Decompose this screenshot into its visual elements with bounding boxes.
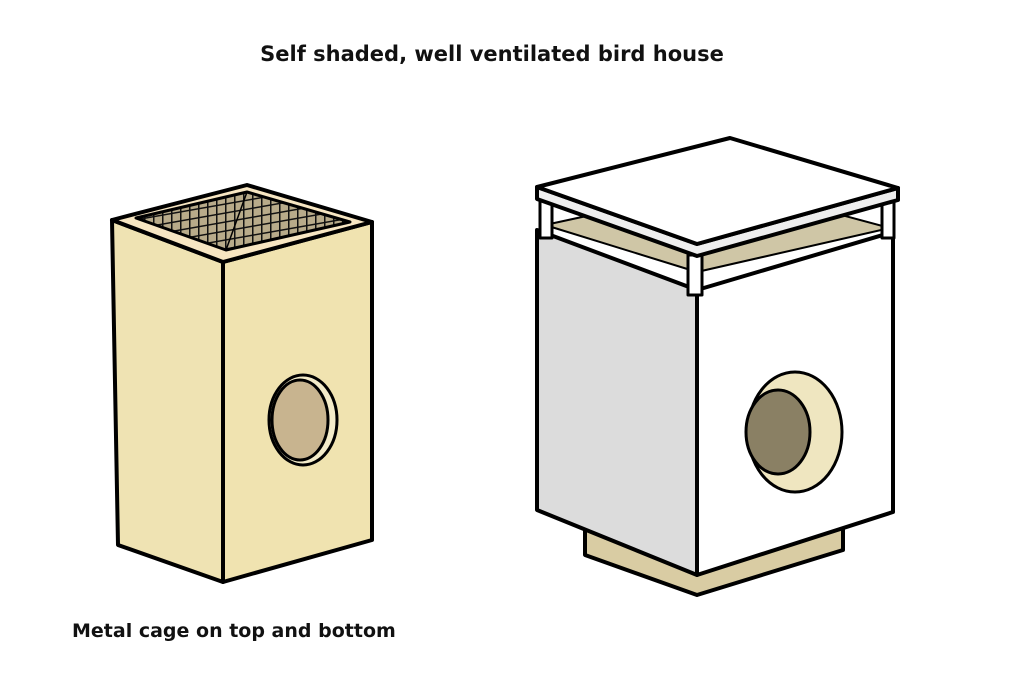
diagram-title: Self shaded, well ventilated bird house [260,42,724,66]
entrance-hole [744,388,812,476]
left-face [110,218,225,584]
body-left-face [535,228,699,577]
plain-birdhouse [110,183,374,584]
left-caption: Metal cage on top and bottom [72,620,396,642]
metal-cage-top [134,190,352,252]
entrance-hole [270,378,330,462]
roof-top [535,136,900,246]
shaded-birdhouse [535,136,900,597]
